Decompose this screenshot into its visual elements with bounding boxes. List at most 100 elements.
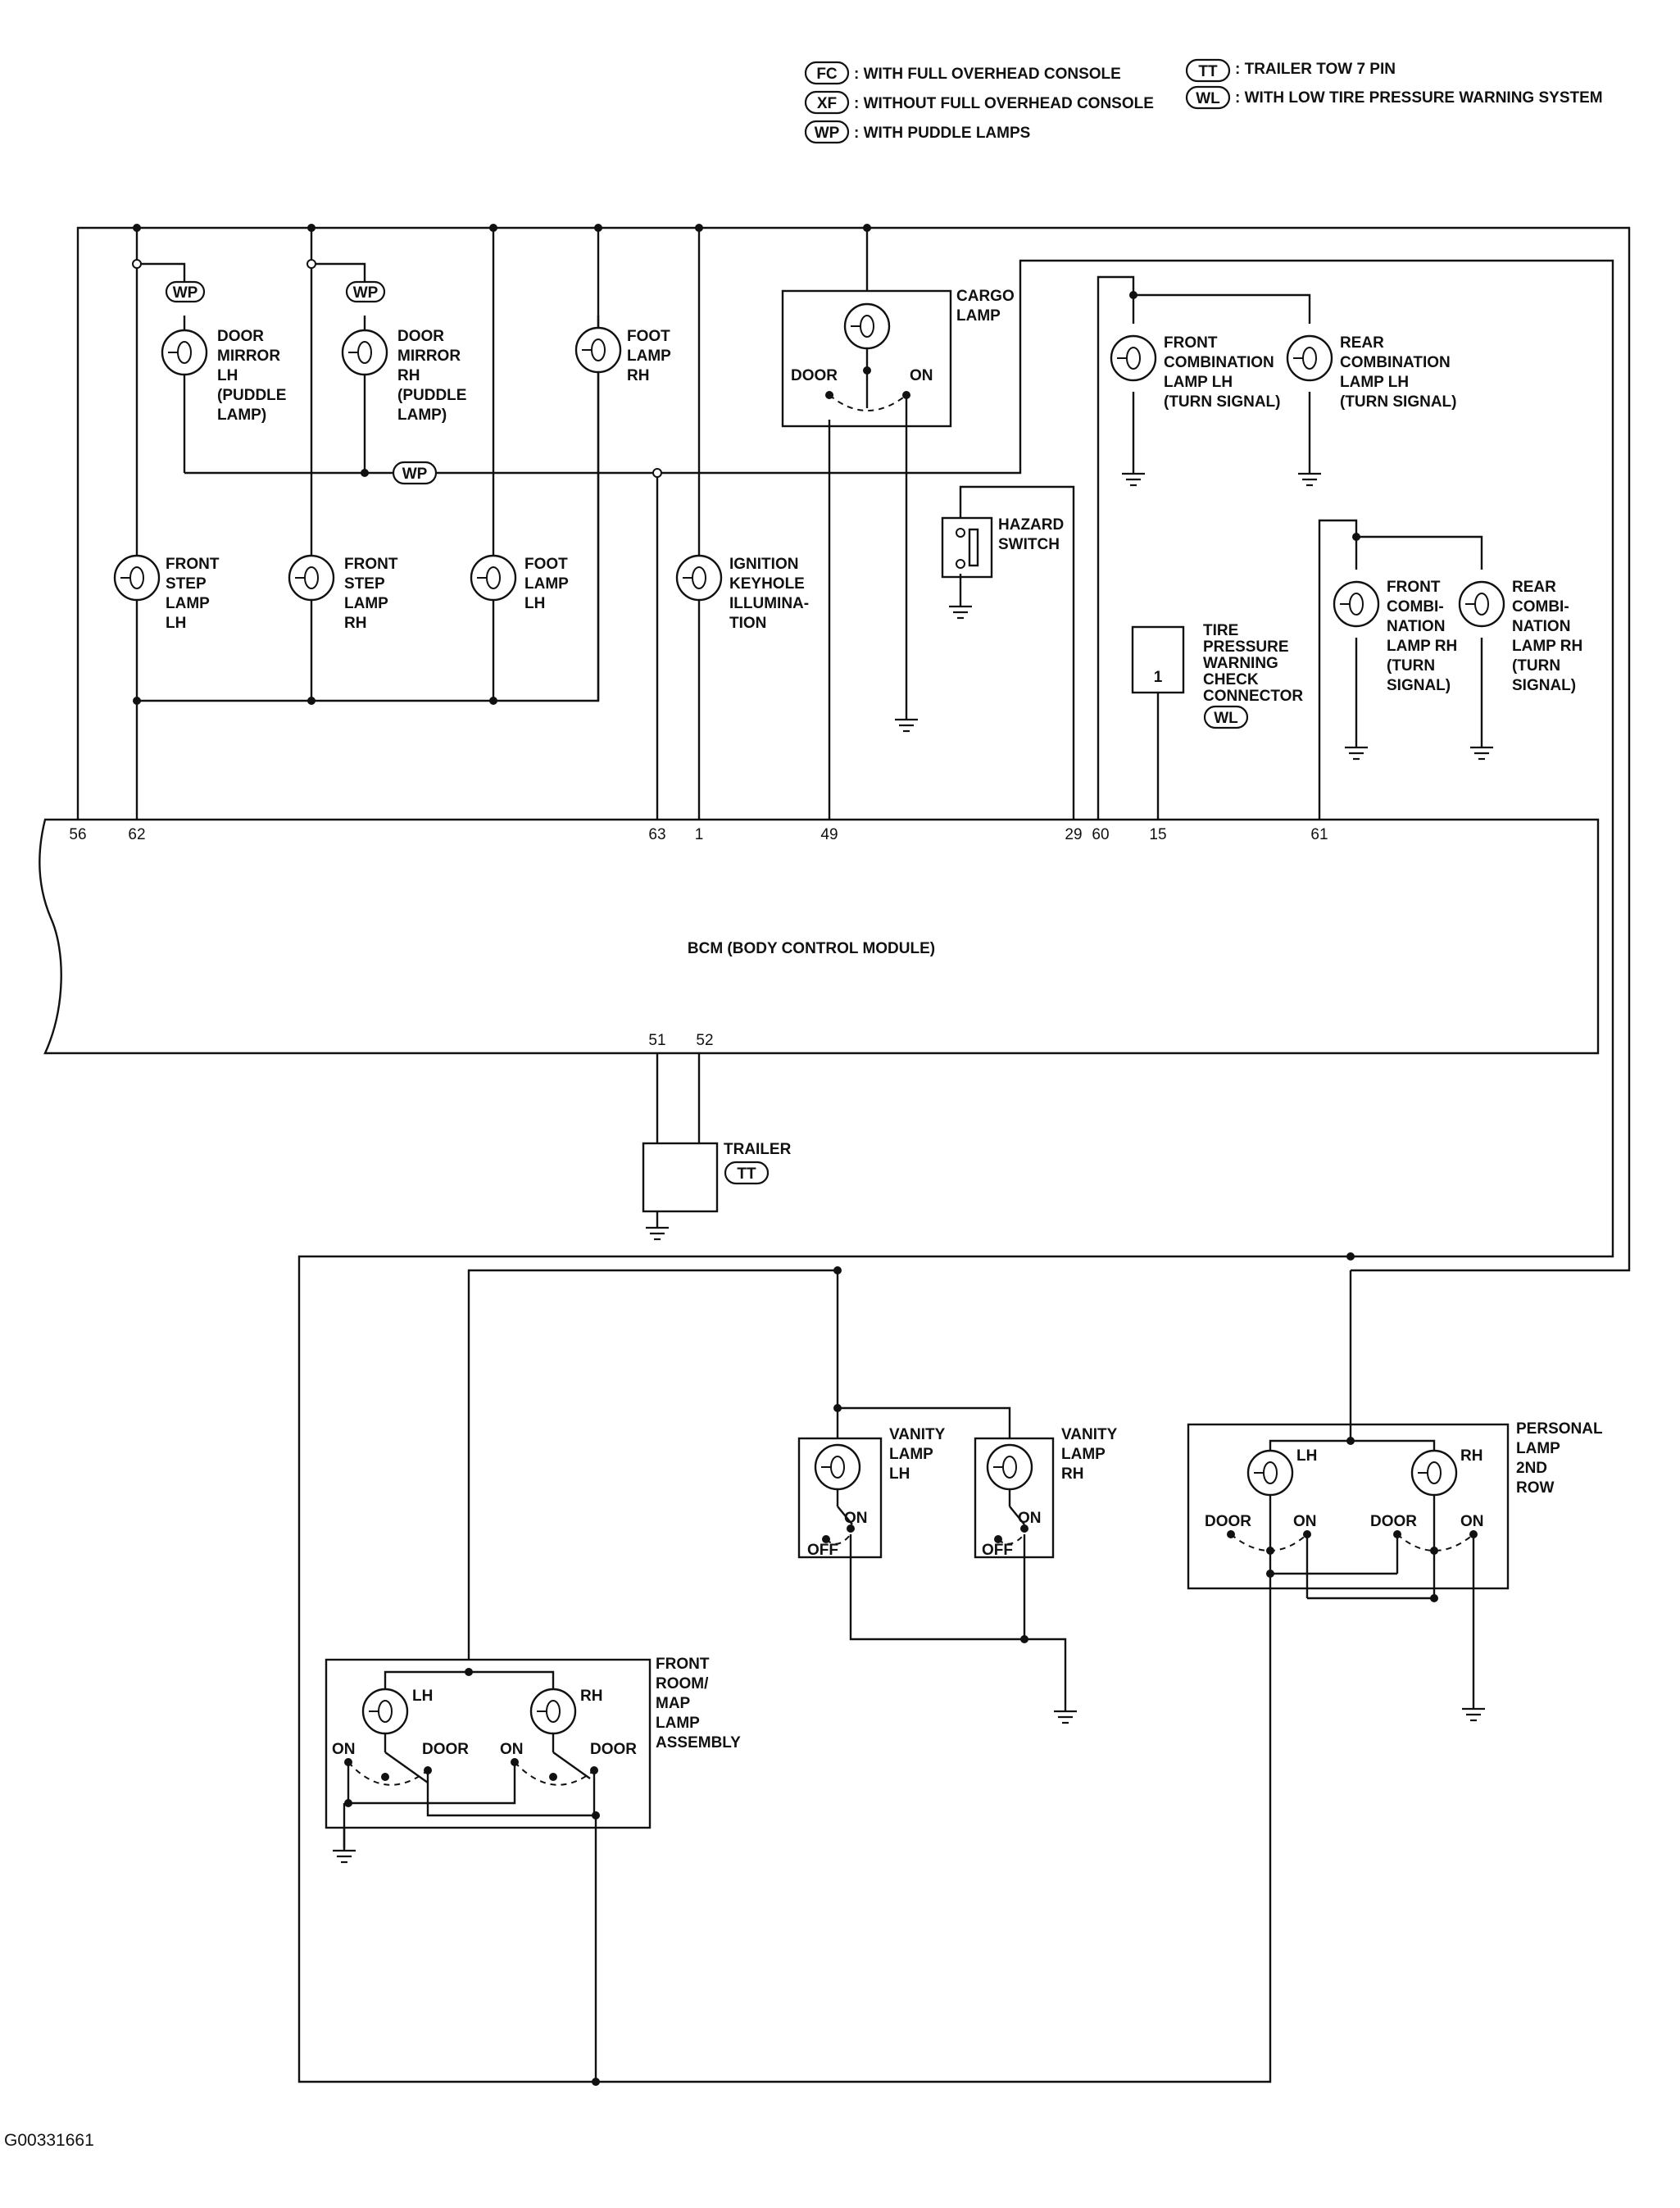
legend-item-tt: TT : TRAILER TOW 7 PIN (1185, 58, 1396, 83)
ground-front-combo-rh (1345, 746, 1368, 761)
svg-text:LAMP RH: LAMP RH (1387, 638, 1457, 655)
svg-text:DOOR: DOOR (397, 328, 444, 345)
svg-text:LAMP: LAMP (627, 348, 671, 365)
wp-tag-lh: WP (165, 280, 206, 303)
ground-symbols-top (646, 472, 1493, 1241)
svg-text:VANITY: VANITY (1061, 1426, 1118, 1443)
svg-text:DOOR: DOOR (791, 367, 838, 384)
svg-text:LAMP RH: LAMP RH (1512, 638, 1582, 655)
pin-1: 1 (695, 826, 704, 843)
svg-text:TRAILER: TRAILER (724, 1141, 792, 1158)
svg-text:DOOR: DOOR (1370, 1513, 1417, 1530)
svg-text:FRONT: FRONT (1164, 334, 1218, 352)
svg-text:WP: WP (402, 466, 428, 483)
bulb-door-mirror-rh (341, 329, 388, 376)
svg-text:DOOR: DOOR (590, 1741, 637, 1758)
wires-top (76, 226, 1631, 1272)
bcm-module: BCM (BODY CONTROL MODULE) 56 62 63 1 49 … (39, 818, 1600, 1055)
svg-text:ASSEMBLY: ASSEMBLY (656, 1734, 741, 1751)
label-front-step-rh: FRONT STEP LAMP RH (344, 556, 398, 632)
legend-text: : WITH PUDDLE LAMPS (854, 125, 1030, 142)
bulb-front-combo-lh (1110, 334, 1157, 382)
svg-text:TIRE: TIRE (1203, 622, 1238, 639)
svg-text:DOOR: DOOR (217, 328, 264, 345)
svg-text:WARNING: WARNING (1203, 655, 1278, 672)
svg-text:IGNITION: IGNITION (729, 556, 798, 573)
ground-front-room (333, 1828, 356, 1864)
bulb-foot-lamp-lh (470, 554, 517, 602)
svg-text:STEP: STEP (166, 575, 207, 593)
svg-text:OFF: OFF (982, 1542, 1013, 1559)
legend-code: XF (817, 95, 837, 112)
personal-lamp-2nd-row: LH RH DOOR ON DOOR ON PERSONAL LAMP 2ND … (1187, 1420, 1603, 1709)
svg-text:OFF: OFF (807, 1542, 838, 1559)
svg-text:FRONT: FRONT (166, 556, 220, 573)
svg-text:RH: RH (627, 367, 649, 384)
ground-personal (1462, 1707, 1485, 1722)
svg-text:TION: TION (729, 615, 766, 632)
wires-bottom (297, 1255, 1352, 2083)
label-rear-combo-rh: REAR COMBI- NATION LAMP RH (TURN SIGNAL) (1512, 579, 1582, 694)
svg-text:SWITCH: SWITCH (998, 536, 1060, 553)
ground-trailer (646, 1226, 669, 1241)
svg-text:COMBINATION: COMBINATION (1164, 354, 1274, 371)
trailer-connector: TRAILER TT (642, 1141, 792, 1213)
svg-text:ON: ON (332, 1741, 356, 1758)
pin-29: 29 (1065, 826, 1082, 843)
svg-text:HAZARD: HAZARD (998, 516, 1064, 534)
ground-vanity (1054, 1705, 1077, 1724)
ground-cargo (895, 717, 918, 733)
svg-text:COMBI-: COMBI- (1387, 598, 1444, 616)
svg-text:LAMP: LAMP (956, 307, 1001, 325)
svg-text:LAMP): LAMP) (397, 407, 447, 424)
svg-text:LH: LH (1296, 1447, 1317, 1465)
ground-rear-combo-lh (1298, 472, 1321, 487)
svg-text:LAMP: LAMP (344, 595, 388, 612)
ground-hazard (949, 605, 972, 620)
svg-text:LH: LH (889, 1465, 910, 1483)
pin-52: 52 (696, 1032, 713, 1049)
svg-text:ILLUMINA-: ILLUMINA- (729, 595, 809, 612)
svg-text:LAMP: LAMP (166, 595, 210, 612)
svg-text:LAMP LH: LAMP LH (1164, 374, 1233, 391)
legend-text: : TRAILER TOW 7 PIN (1235, 61, 1396, 78)
label-ignition-keyhole: IGNITION KEYHOLE ILLUMINA- TION (729, 556, 809, 632)
svg-text:STEP: STEP (344, 575, 385, 593)
bcm-title: BCM (BODY CONTROL MODULE) (688, 940, 935, 957)
svg-text:FRONT: FRONT (344, 556, 398, 573)
pin-61: 61 (1310, 826, 1328, 843)
svg-text:CHECK: CHECK (1203, 671, 1259, 688)
svg-text:DOOR: DOOR (422, 1741, 469, 1758)
legend-code: WP (815, 125, 840, 142)
svg-text:ON: ON (910, 367, 933, 384)
junction-dots (132, 224, 1360, 2086)
label-foot-lamp-rh: FOOT LAMP RH (627, 328, 671, 384)
pin-49: 49 (820, 826, 838, 843)
label-front-combo-lh: FRONT COMBINATION LAMP LH (TURN SIGNAL) (1164, 334, 1280, 411)
wp-tag-bus: WP (392, 461, 438, 485)
svg-text:MIRROR: MIRROR (397, 348, 461, 365)
vanity-lamp-lh: ON OFF VANITY LAMP LH (797, 1426, 946, 1559)
label-foot-lamp-lh: FOOT LAMP LH (524, 556, 569, 612)
legend-code: TT (1198, 63, 1218, 80)
svg-text:LAMP: LAMP (1061, 1446, 1106, 1463)
bulb-front-step-lh (113, 554, 161, 602)
svg-text:FRONT: FRONT (656, 1656, 710, 1673)
svg-text:LAMP: LAMP (1516, 1440, 1560, 1457)
svg-text:KEYHOLE: KEYHOLE (729, 575, 805, 593)
hazard-switch: HAZARD SWITCH (941, 516, 1064, 579)
svg-text:REAR: REAR (1512, 579, 1556, 596)
pin-63: 63 (648, 826, 665, 843)
pin-60: 60 (1092, 826, 1109, 843)
bulb-front-step-rh (288, 554, 335, 602)
svg-text:RH: RH (397, 367, 420, 384)
label-door-mirror-lh: DOOR MIRROR LH (PUDDLE LAMP) (217, 328, 286, 424)
svg-text:COMBINATION: COMBINATION (1340, 354, 1451, 371)
svg-text:FOOT: FOOT (627, 328, 670, 345)
cargo-lamp: DOOR ON CARGO LAMP (781, 288, 1015, 428)
svg-text:LAMP: LAMP (656, 1715, 700, 1732)
tire-pressure-connector: 1 TIRE PRESSURE WARNING CHECK CONNECTOR … (1131, 622, 1303, 729)
front-room-map-lamp: LH RH ON DOOR ON DOOR FRONT ROOM/ MAP LA… (325, 1656, 741, 1829)
svg-text:ON: ON (1018, 1510, 1042, 1527)
